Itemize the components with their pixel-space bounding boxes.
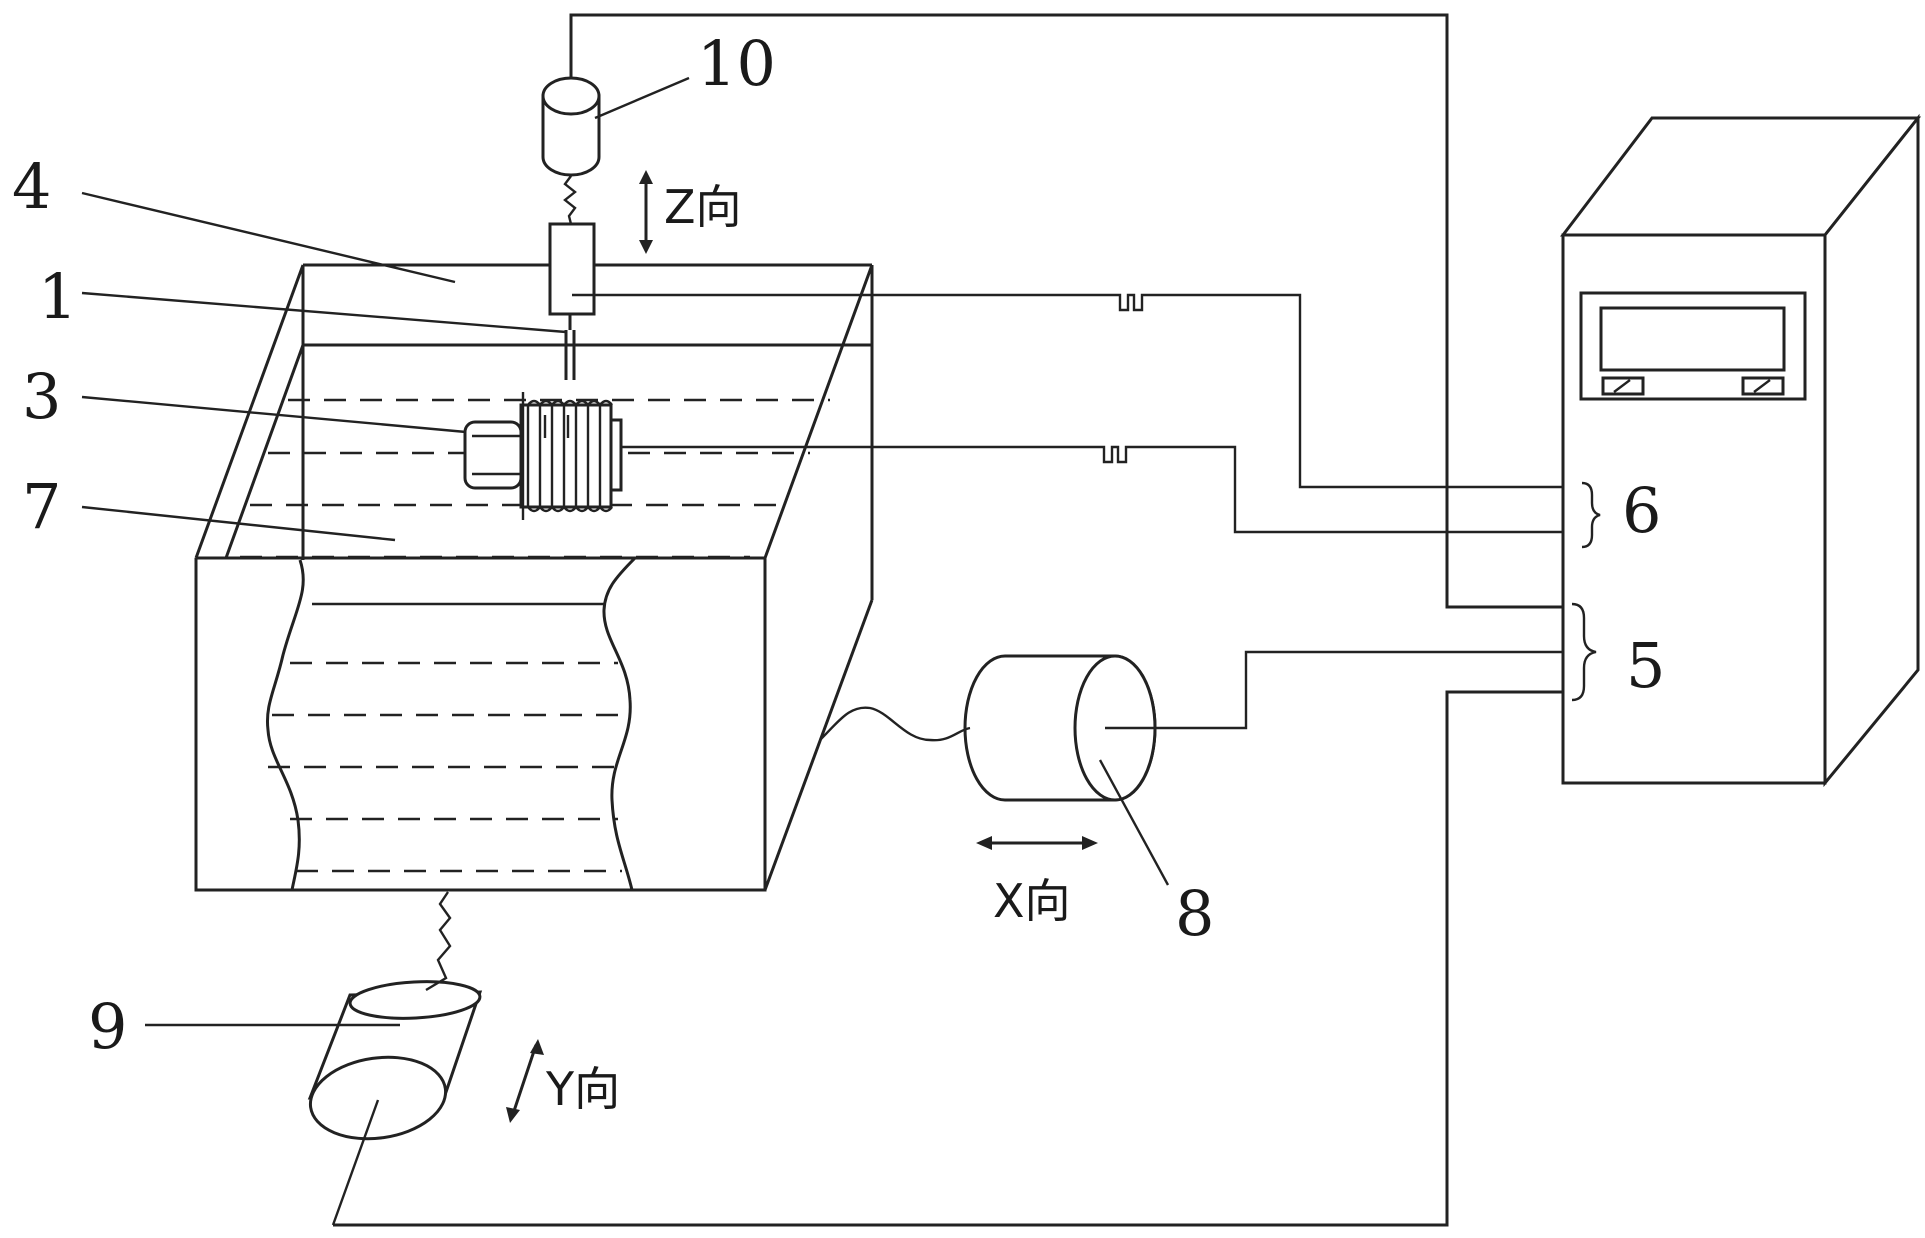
y-motor <box>307 891 483 1226</box>
label-z-axis: Z向 <box>664 180 742 234</box>
x-motor <box>819 650 1577 802</box>
label-part-10: 10 <box>697 27 776 100</box>
label-part-9: 9 <box>88 990 127 1063</box>
brace-5 <box>1571 602 1597 702</box>
workpiece <box>463 392 623 520</box>
label-part-6: 6 <box>1622 474 1661 547</box>
label-part-7: 7 <box>22 470 61 543</box>
label-y-axis: Y向 <box>545 1062 620 1116</box>
label-part-4: 4 <box>12 150 51 223</box>
brace-6 <box>1581 481 1601 549</box>
work-tank <box>194 263 874 892</box>
electrode-assembly <box>548 175 596 380</box>
label-x-axis: X向 <box>993 874 1071 928</box>
label-part-1: 1 <box>38 260 77 333</box>
z-motor <box>541 76 601 177</box>
y-axis-arrow <box>506 1039 544 1123</box>
x-axis-arrow <box>976 836 1098 850</box>
z-axis-arrow <box>639 170 653 254</box>
label-part-3: 3 <box>22 360 61 433</box>
controller-cabinet <box>1559 113 1922 788</box>
label-part-5: 5 <box>1626 629 1665 702</box>
cutaway-window <box>265 556 637 891</box>
pulse-wires <box>572 293 1577 534</box>
control-wire-loop <box>333 13 1577 1227</box>
label-part-8: 8 <box>1175 877 1214 950</box>
leader-lines <box>81 76 1170 1027</box>
